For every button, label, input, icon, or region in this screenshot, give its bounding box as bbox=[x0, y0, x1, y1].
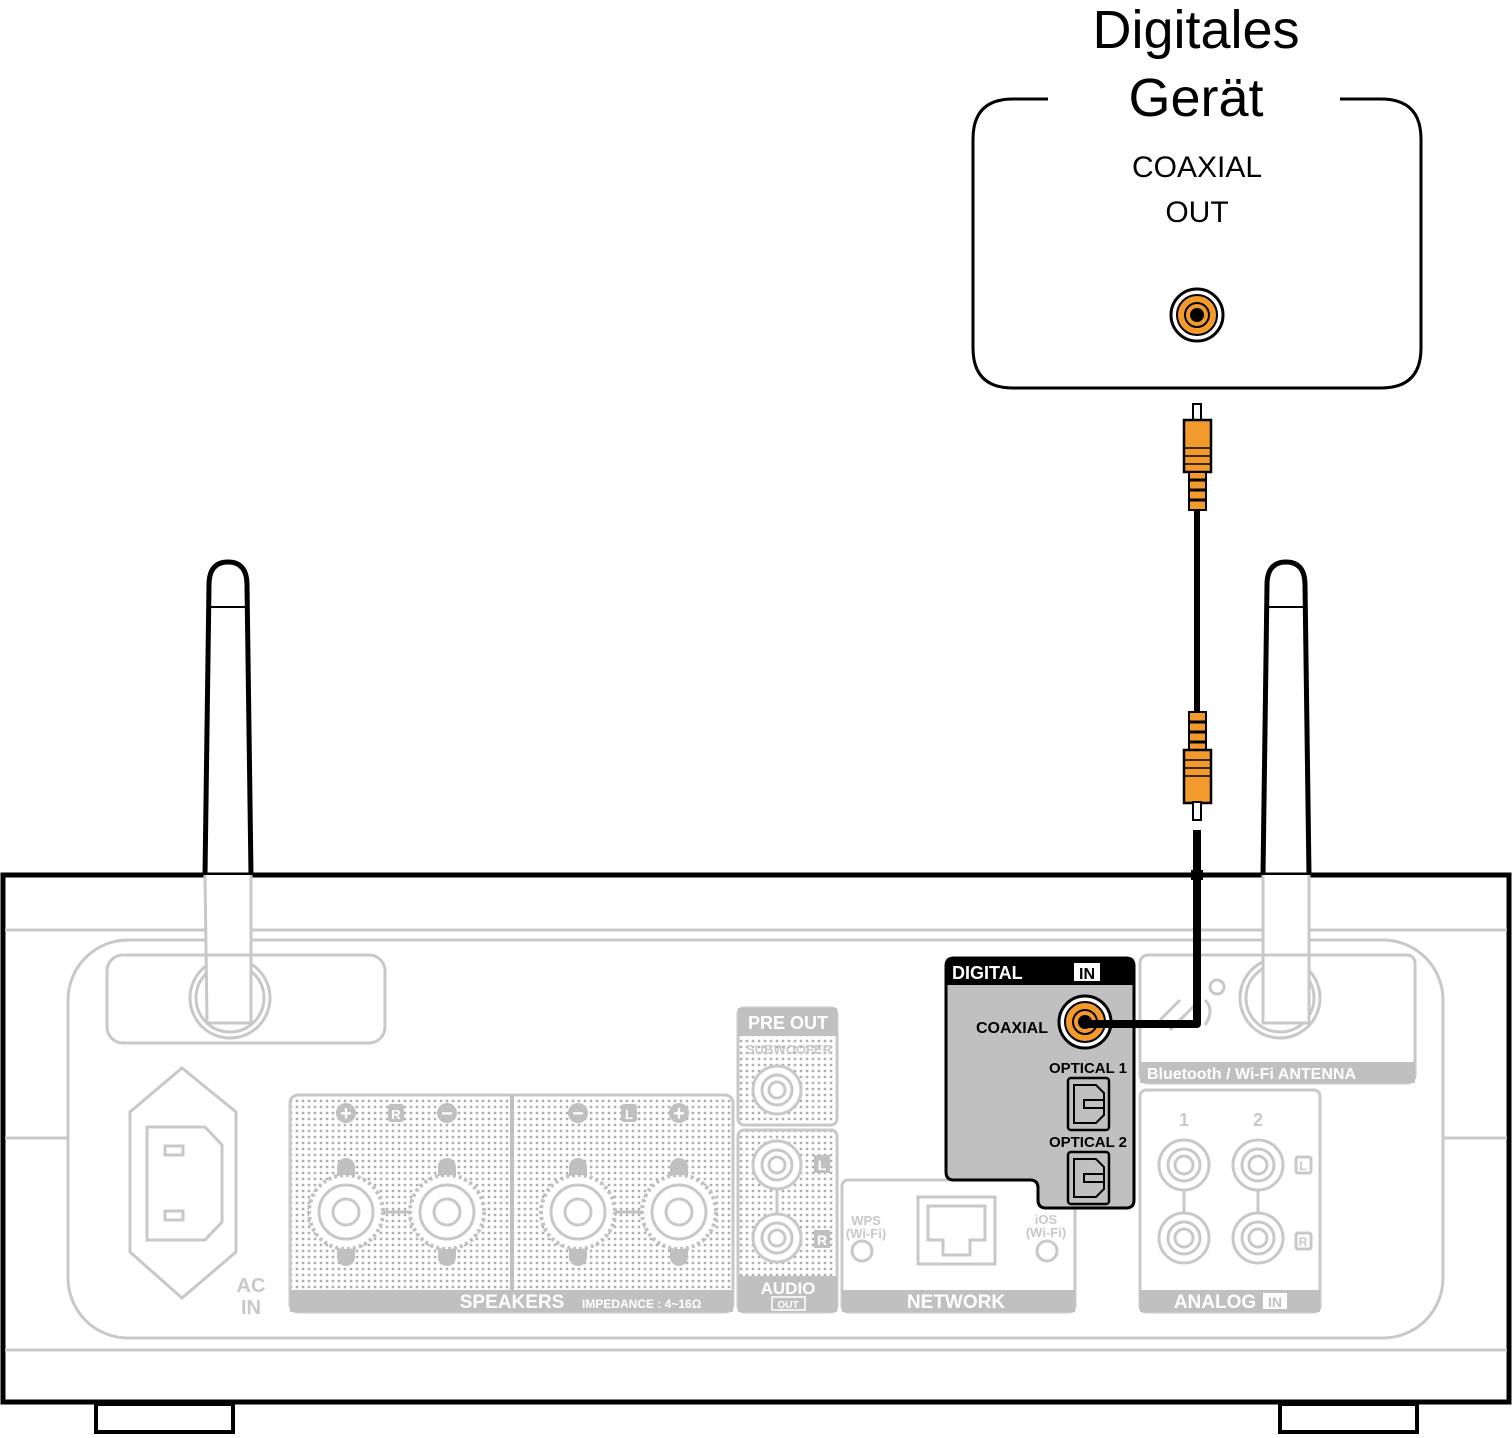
network-label: NETWORK bbox=[907, 1292, 1005, 1313]
network-section: NETWORK WPS (Wi-Fi) iOS (Wi-Fi) bbox=[840, 1178, 1077, 1314]
optical2-port[interactable] bbox=[1066, 1150, 1111, 1206]
speaker-r-label: R bbox=[391, 1107, 401, 1122]
pre-out-label: PRE OUT bbox=[748, 1013, 828, 1033]
coaxial-out-jack[interactable] bbox=[1169, 287, 1225, 343]
ios-label-line1: iOS bbox=[1035, 1212, 1058, 1227]
audio-l-label: L bbox=[818, 1157, 827, 1173]
ac-in-label-line1: AC bbox=[237, 1275, 266, 1297]
ios-label-line2: (Wi-Fi) bbox=[1026, 1225, 1066, 1240]
analog-jack[interactable] bbox=[1231, 1138, 1285, 1192]
speaker-terminal[interactable] bbox=[408, 1158, 486, 1266]
coaxial-label: COAXIAL bbox=[976, 1020, 1048, 1037]
antenna-label: Bluetooth / Wi-Fi ANTENNA bbox=[1147, 1066, 1356, 1083]
optical1-port[interactable] bbox=[1066, 1076, 1111, 1132]
right-foot bbox=[1278, 1402, 1419, 1434]
subwoofer-jack[interactable] bbox=[751, 1064, 803, 1116]
wps-button[interactable] bbox=[850, 1239, 874, 1263]
ac-in-label-line2: IN bbox=[241, 1297, 261, 1319]
digital-device: Digitales Gerät COAXIAL OUT bbox=[971, 0, 1423, 390]
wps-label-line1: WPS bbox=[851, 1213, 881, 1228]
coaxial-cable bbox=[1182, 403, 1213, 821]
optical1-label: OPTICAL 1 bbox=[1049, 1060, 1127, 1077]
optical2-label: OPTICAL 2 bbox=[1049, 1134, 1127, 1151]
coaxial-out-label-line1: COAXIAL bbox=[1132, 151, 1262, 184]
antenna-section: Bluetooth / Wi-Fi ANTENNA bbox=[1138, 875, 1417, 1085]
analog-label: ANALOG bbox=[1174, 1292, 1256, 1313]
coaxial-out-label-line2: OUT bbox=[1165, 196, 1228, 229]
speaker-l-plus: + bbox=[673, 1103, 685, 1125]
device-title-line2: Gerät bbox=[1128, 68, 1263, 128]
cable-into-chassis bbox=[1085, 830, 1201, 1028]
audio-out-l-jack[interactable] bbox=[751, 1139, 803, 1191]
analog-jack[interactable] bbox=[1157, 1211, 1211, 1265]
ac-inlet: AC IN bbox=[128, 1066, 266, 1319]
digital-in-badge: IN bbox=[1079, 966, 1095, 983]
speaker-l-minus: − bbox=[572, 1103, 584, 1125]
impedance-label: IMPEDANCE : 4~16Ω bbox=[582, 1297, 702, 1311]
device-title-line1: Digitales bbox=[1092, 0, 1299, 60]
analog-jack[interactable] bbox=[1157, 1138, 1211, 1192]
ethernet-port[interactable] bbox=[916, 1195, 997, 1266]
speaker-terminal[interactable] bbox=[539, 1158, 617, 1266]
speakers-label: SPEAKERS bbox=[460, 1292, 565, 1313]
right-antenna bbox=[1260, 559, 1312, 876]
analog-l-label: L bbox=[1299, 1159, 1306, 1173]
analog-jack[interactable] bbox=[1231, 1211, 1285, 1265]
digital-in-section: DIGITAL IN COAXIAL OPTICAL 1 OPTICAL 2 bbox=[944, 956, 1136, 1210]
pre-out-section: PRE OUT SUBWOOFER L R AUDIO OUT bbox=[736, 1006, 839, 1314]
analog-in-badge: IN bbox=[1268, 1294, 1282, 1310]
audio-out-badge: OUT bbox=[777, 1300, 798, 1311]
speaker-l-label: L bbox=[625, 1107, 633, 1122]
speaker-terminal[interactable] bbox=[640, 1158, 718, 1266]
ios-button[interactable] bbox=[1035, 1239, 1059, 1263]
audio-out-r-jack[interactable] bbox=[751, 1212, 803, 1264]
antenna-pivot-icon bbox=[1208, 978, 1226, 996]
digital-label: DIGITAL bbox=[952, 963, 1023, 983]
speaker-terminal[interactable] bbox=[307, 1158, 385, 1266]
subwoofer-label: SUBWOOFER bbox=[746, 1042, 833, 1057]
audio-r-label: R bbox=[817, 1232, 827, 1248]
analog-col1-label: 1 bbox=[1179, 1110, 1189, 1130]
receiver-rear-panel: AC IN SPEAKERS IMPEDANCE : 4~16Ω + R − −… bbox=[0, 830, 1512, 1434]
speaker-r-minus: − bbox=[441, 1103, 453, 1125]
speaker-r-plus: + bbox=[340, 1103, 352, 1125]
analog-r-label: R bbox=[1299, 1235, 1308, 1249]
left-antenna bbox=[202, 559, 254, 876]
wps-label-line2: (Wi-Fi) bbox=[846, 1226, 886, 1241]
analog-in-section: ANALOG IN 1 2 L R bbox=[1138, 1088, 1322, 1314]
left-foot bbox=[94, 1402, 235, 1434]
analog-col2-label: 2 bbox=[1253, 1110, 1263, 1130]
speaker-terminals: SPEAKERS IMPEDANCE : 4~16Ω + R − − L + bbox=[288, 1093, 735, 1314]
audio-label: AUDIO bbox=[761, 1279, 816, 1298]
